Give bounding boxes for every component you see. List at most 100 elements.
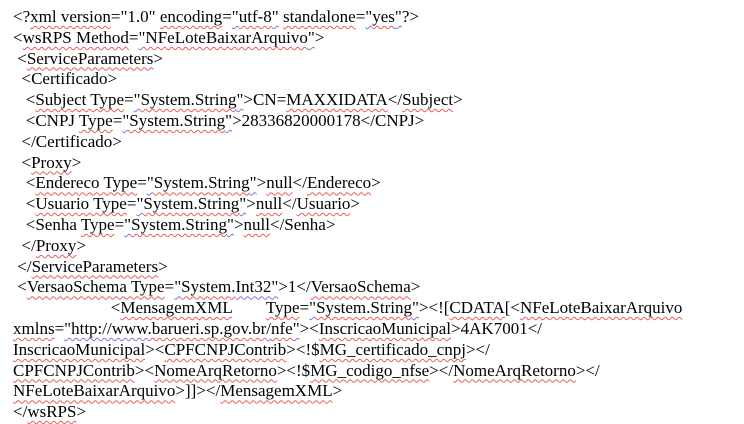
spellcheck-flagged-text: MAXXIDATA bbox=[286, 90, 388, 110]
grammar-flagged-text: " bbox=[136, 194, 144, 214]
spellcheck-flagged-text: NFeLoteBaixarArquivo bbox=[13, 381, 176, 401]
text-segment: ?> bbox=[401, 7, 419, 26]
grammar-flagged-text: " bbox=[239, 194, 247, 214]
spellcheck-flagged-text: Subject Type bbox=[35, 90, 125, 110]
code-line: <MensagemXML Type="System.String"><![CDA… bbox=[13, 298, 744, 319]
code-line: InscricaoMunicipal><CPFCNPJContrib><!$MG… bbox=[13, 340, 744, 361]
spellcheck-flagged-text: Usuario bbox=[296, 194, 351, 214]
grammar-flagged-text: " bbox=[394, 7, 402, 26]
grammar-flagged-text: " bbox=[124, 214, 132, 234]
text-segment: ="1.0" bbox=[110, 7, 160, 26]
spellcheck-flagged-text: ServiceParameters bbox=[31, 256, 159, 276]
text-segment: > bbox=[256, 173, 267, 193]
text-segment: </Certificado> bbox=[13, 131, 122, 151]
text-segment: < bbox=[13, 48, 27, 68]
spellcheck-flagged-text: System.String bbox=[129, 110, 226, 130]
text-segment: > bbox=[76, 235, 87, 255]
code-line: xmlns="http://www.barueri.sp.gov.br/nfe"… bbox=[13, 319, 744, 340]
spellcheck-flagged-text: System.String bbox=[143, 194, 240, 214]
spellcheck-flagged-text: CPFCNPJContrib bbox=[164, 339, 287, 359]
code-line: <Usuario Type="System.String">null</Usua… bbox=[13, 194, 744, 215]
text-segment: = bbox=[128, 27, 139, 47]
spellcheck-flagged-text: .barueri.sp.gov.br bbox=[147, 318, 267, 338]
text-segment: > bbox=[153, 48, 163, 68]
spellcheck-flagged-text: NFeLoteBaixarArquivo bbox=[519, 298, 683, 318]
code-line: </ServiceParameters> bbox=[13, 257, 744, 278]
spellcheck-flagged-text: System.String bbox=[131, 214, 227, 234]
text-segment: >< bbox=[299, 318, 319, 338]
text-segment: < bbox=[13, 277, 27, 297]
text-segment: > bbox=[314, 27, 325, 47]
spellcheck-flagged-text: NomeArqRetorno bbox=[453, 360, 576, 380]
spellcheck-flagged-text: Type bbox=[265, 298, 300, 318]
text-segment: < bbox=[13, 194, 36, 214]
text-segment: [< bbox=[504, 298, 520, 318]
grammar-flagged-text: " bbox=[133, 90, 141, 110]
spellcheck-flagged-text: MensagemXML bbox=[220, 381, 333, 401]
text-segment: > bbox=[332, 381, 343, 401]
spellcheck-flagged-text: VersaoSchema Type bbox=[26, 277, 165, 297]
spellcheck-flagged-text: null bbox=[243, 214, 270, 234]
spellcheck-flagged-text: NFeLoteBaixarArquivo bbox=[145, 27, 308, 47]
grammar-flagged-text: " bbox=[309, 298, 317, 318]
grammar-flagged-text: / bbox=[266, 318, 271, 338]
grammar-flagged-text: " bbox=[292, 318, 300, 338]
text-segment: >]]></ bbox=[175, 381, 221, 401]
code-line: <Senha Type="System.String">null</Senha> bbox=[13, 215, 744, 236]
text-segment: > bbox=[233, 214, 244, 234]
code-line: <Certificado> bbox=[13, 69, 744, 90]
code-line: CPFCNPJContrib><NomeArqRetorno><!$MG_cod… bbox=[13, 361, 744, 382]
spellcheck-flagged-text: encoding bbox=[159, 7, 223, 26]
text-segment: >28336820000178</CNPJ> bbox=[232, 110, 425, 130]
xml-document[interactable]: <?xml version="1.0" encoding="utf-8" sta… bbox=[13, 7, 744, 423]
grammar-flagged-text: "http://www bbox=[64, 318, 148, 338]
grammar-flagged-text: " bbox=[249, 173, 257, 193]
text-segment: >< bbox=[134, 360, 155, 380]
grammar-flagged-text: " bbox=[365, 7, 373, 26]
spellcheck-flagged-text: yes bbox=[372, 7, 395, 26]
text-segment: <Certificado> bbox=[13, 69, 118, 89]
spellcheck-flagged-text: standalone bbox=[282, 7, 356, 26]
grammar-flagged-text: " bbox=[138, 27, 146, 47]
spellcheck-flagged-text: MG_certificado_cnpj bbox=[319, 339, 466, 359]
grammar-flagged-text: " bbox=[307, 27, 315, 47]
text-segment: > bbox=[410, 277, 421, 297]
text-segment: ></ bbox=[575, 360, 600, 380]
code-line: </wsRPS> bbox=[13, 402, 744, 423]
grammar-flagged-text: " bbox=[227, 214, 234, 234]
text-segment: <? bbox=[13, 7, 31, 26]
code-line: <?xml version="1.0" encoding="utf-8" sta… bbox=[13, 7, 744, 28]
text-segment: </ bbox=[13, 235, 36, 255]
text-segment: < bbox=[13, 27, 23, 47]
text-segment: > bbox=[71, 152, 82, 172]
text-segment: ></ bbox=[465, 339, 490, 359]
text-segment: = bbox=[355, 7, 366, 26]
grammar-flagged-text: " bbox=[236, 90, 244, 110]
text-segment: >1</ bbox=[278, 277, 311, 297]
spellcheck-flagged-text: VersaoSchema bbox=[310, 277, 411, 297]
grammar-flagged-text: Int32" bbox=[235, 277, 279, 297]
code-line: <ServiceParameters> bbox=[13, 49, 744, 70]
text-segment: > bbox=[371, 173, 381, 193]
spellcheck-flagged-text: wsRPS Method bbox=[22, 27, 129, 47]
text-segment: < bbox=[13, 298, 121, 318]
spellcheck-flagged-text: InscricaoMunicipal bbox=[318, 318, 452, 338]
text-segment: < bbox=[13, 152, 32, 172]
text-segment: = bbox=[164, 277, 175, 297]
spellcheck-flagged-text: null bbox=[266, 173, 293, 193]
code-line: <VersaoSchema Type="System.Int32">1</Ver… bbox=[13, 277, 744, 298]
text-segment: < bbox=[13, 90, 36, 110]
code-line: </Certificado> bbox=[13, 132, 744, 153]
text-segment: </ bbox=[292, 173, 307, 193]
spellcheck-flagged-text: MensagemXML bbox=[120, 298, 233, 318]
grammar-flagged-text: " bbox=[174, 277, 182, 297]
spellcheck-flagged-text: NomeArqRetorno bbox=[154, 360, 277, 380]
spellcheck-flagged-text: System.String bbox=[316, 298, 412, 318]
text-segment: ><!$ bbox=[276, 360, 311, 380]
spellcheck-flagged-text: CDATA bbox=[449, 298, 505, 318]
text-segment: = bbox=[299, 298, 310, 318]
text-segment: >4AK7001</ bbox=[451, 318, 542, 338]
text-segment: = bbox=[114, 214, 125, 234]
text-segment: > bbox=[350, 194, 361, 214]
